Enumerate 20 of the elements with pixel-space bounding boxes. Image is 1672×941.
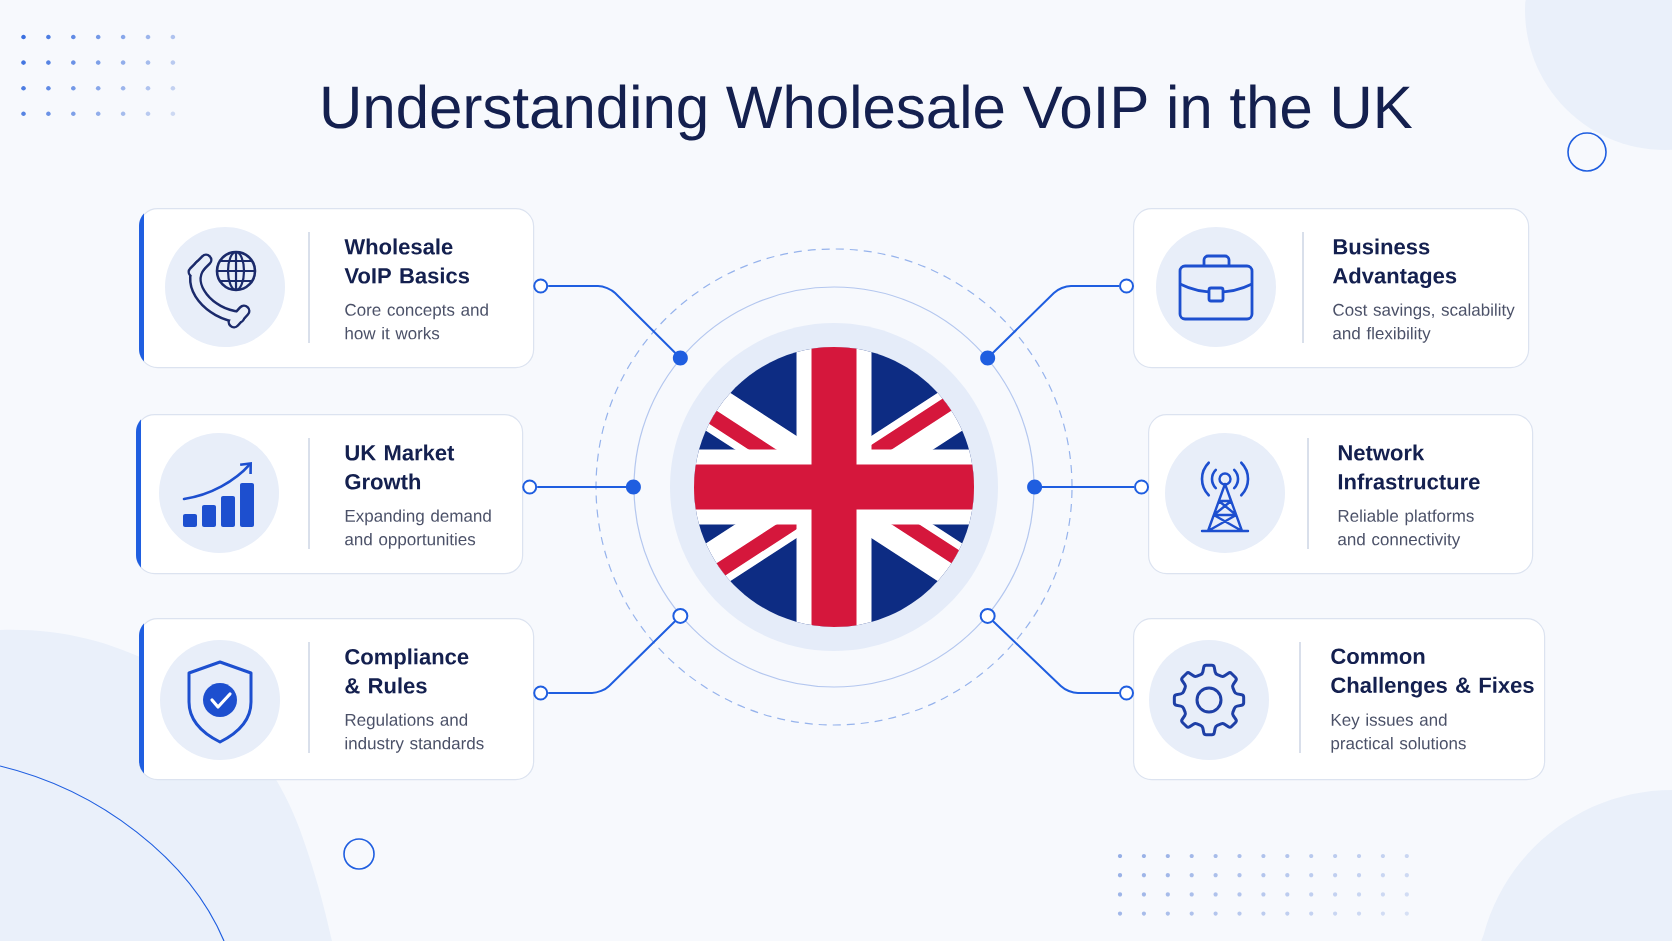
card-heading: Wholesale VoIP Basics [344,238,470,284]
card-description: Expanding demand and opportunities [345,509,491,549]
title: Understanding Wholesale VoIP in the UK [323,84,1413,141]
card-heading: Network Infrastructure [1338,444,1480,490]
flag-picture [633,286,1035,688]
connector-line [547,285,688,366]
connector-line [1027,479,1135,495]
card-description: Cost savings, scalability and flexibility [1333,303,1515,343]
card-description: Regulations and industry standards [345,713,484,753]
card-heading: UK Market Growth [345,444,455,490]
card-heading: Common Challenges & Fixes [1331,648,1534,698]
connector-line [979,607,1120,694]
connector-line [980,285,1120,366]
card-description: Core concepts and how it works [345,303,488,340]
connector-line [547,607,689,694]
connector-line [536,479,641,495]
card-description: Reliable platforms and connectivity [1338,509,1474,549]
card-heading: Compliance & Rules [345,648,469,694]
card-description: Key issues and practical solutions [1331,713,1466,753]
card-heading: Business Advantages [1332,238,1457,288]
